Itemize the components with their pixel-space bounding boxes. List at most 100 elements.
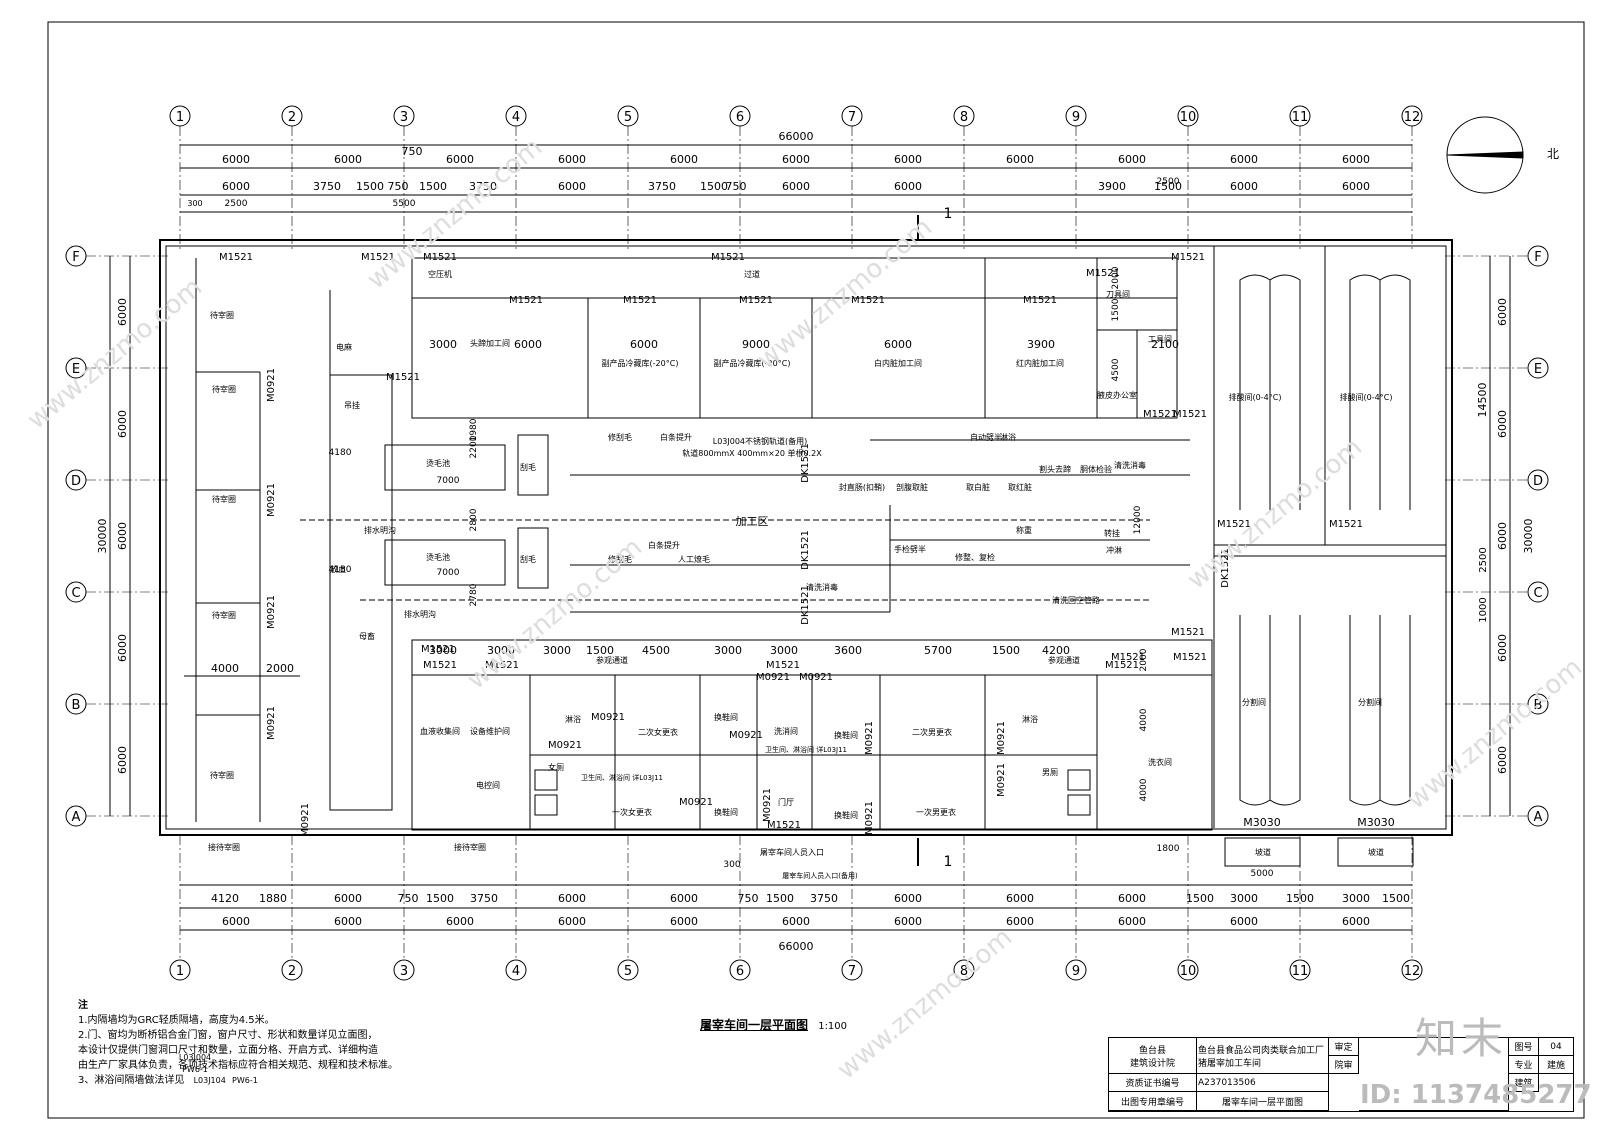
axis-bubble-right [1527,693,1549,715]
door-m1521: M1521 [485,660,519,671]
room-label-r_nvce: 女厕 [548,762,564,772]
room-label-r_canguan1: 参观通道 [596,655,628,665]
annotation-detail-ref: 卫生间、淋浴间 详L03J11 [765,745,847,754]
annotation-detail-ref: 卫生间、淋浴间 详L03J11 [581,773,663,782]
ramp-2 [1337,837,1414,867]
door-m0921: M0921 [799,672,833,683]
note-line-1: 1.内隔墙均为GRC轻质隔墙，高度为4.5米。 [78,1015,275,1026]
room-label-r_rengong: 人工燎毛 [678,554,710,564]
annotation-track-note: L03J004不锈钢轨道(备用) [713,436,808,446]
dim-inner-mid: 1500 [586,644,614,657]
door-m1521: M1521 [361,252,395,263]
watermark-diag: www.znzmo.com [1182,432,1368,595]
door-m1521: M1521 [767,820,801,831]
ramp-1 [1224,837,1301,867]
dim-left-row: 6000 [116,634,129,662]
watermark-diag: www.znzmo.com [1402,652,1588,815]
note-ref-b: PW6-1 [232,1076,258,1085]
room-label-r_dianyun: 电麻 [336,342,352,352]
door-m0921: M0921 [996,763,1007,797]
scald-tank-2 [384,539,506,586]
plan-scale: 1:100 [818,1021,848,1032]
door-m0921: M0921 [300,803,311,837]
note-line-5: 3、淋浴间隔墙做法详见 L03J104 PW6-1 [78,1073,358,1088]
door-dk1521: DK1521 [1220,548,1231,588]
room-label-r_shebei: 设备维护间 [470,726,510,736]
dim-inner-mid: 4500 [642,644,670,657]
door-m1521: M1521 [1086,268,1120,279]
dim-bottom-detail: 6000 [1006,892,1034,905]
axis-label-left: A [72,810,81,825]
tb-cert-label: 资质证书编号 [1109,1074,1197,1092]
toilet-stall-4 [1067,794,1091,816]
watermark-id: ID: 1137485277 [1360,1080,1592,1110]
door-m0921: M0921 [679,797,713,808]
room-label-r_paisuan1: 排酸间(0-4°C) [1340,392,1393,402]
dim-top-detail: 750 [726,180,747,193]
room-label-r_erci_nan: 二次男更衣 [912,727,952,737]
room-label-r_renyuan: 屠宰车间人员入口 [760,847,824,857]
dim-top-detail: 1500 [419,180,447,193]
axis-label-top: 2 [288,110,296,125]
title-block: 鱼台县 建筑设计院 鱼台县食品公司肉类联合加工厂 猪屠宰加工车间 资质证书编号 … [1108,1037,1574,1112]
axis-label-left: C [71,586,80,601]
axis-bubble-right [1527,581,1549,603]
room-label-r_baitiao2: 白条提升 [648,540,680,550]
dim-misc: 2800 [469,508,479,531]
axis-label-bottom: 12 [1404,964,1421,979]
dim-top-bay: 6000 [334,153,362,166]
room-label-r_qubai: 取白脏 [966,482,990,492]
room-label-r_podao1: 坡道 [1255,847,1271,857]
dim-top-bay: 6000 [222,153,250,166]
outer-wall [159,239,1453,836]
dim-inner-top: 6000 [630,338,658,351]
door-m1521: M1521 [423,660,457,671]
axis-label-bottom: 9 [1072,964,1080,979]
dim-left-row: 6000 [116,522,129,550]
room-label-r_podao2: 坡道 [1368,847,1384,857]
note-line-2: 2.门、窗均为断桥铝合金门窗，窗户尺寸、形状和数量详见立面图， [78,1030,378,1041]
axis-bubble-bottom [841,959,863,981]
room-label-r_qingchu: 清洗消毒 [1114,460,1146,470]
dim-top-bay: 6000 [1342,153,1370,166]
dim-misc: 4180 [329,565,352,575]
dim-inner-top: 6000 [884,338,912,351]
axis-label-top: 12 [1404,110,1421,125]
door-m1521: M1521 [1105,660,1139,671]
dim-right-row: 6000 [1496,522,1509,550]
dim-top-detail: 6000 [558,180,586,193]
dim-inner-mid: 4200 [1042,644,1070,657]
dim-bottom-detail: 750 [738,892,759,905]
room-label-r_tangmao2: 烫毛池 [426,552,450,562]
dim-misc: 7000 [437,476,460,486]
door-m1521: M1521 [386,372,420,383]
dim-top-bay: 6000 [782,153,810,166]
room-label-r_bei: 北 [1547,147,1559,161]
dim-right-row: 6000 [1496,298,1509,326]
room-label-r_paisuan2: 排酸间(0-4°C) [1229,392,1282,402]
door-dk1521: DK1521 [800,585,811,625]
dim-left-inner: 4000 [211,662,239,675]
door-m0921: M0921 [548,740,582,751]
door-m1521: M1521 [1023,295,1057,306]
axis-bubble-bottom [617,959,639,981]
dim-inner-mid: 3000 [770,644,798,657]
dim-misc: 300 [723,860,740,870]
tb-yz-label: 院审 [1329,1056,1359,1074]
note-ref-a: L03J104 [193,1076,226,1085]
room-label-r_daizai5: 待宰圈 [210,770,234,780]
dim-bottom-bay: 6000 [1342,915,1370,928]
room-label-r_quhong: 取红脏 [1008,482,1032,492]
door-m1521: M1521 [1171,627,1205,638]
room-label-r_lengque: 冲淋 [1106,545,1122,555]
axis-bubble-bottom [393,959,415,981]
room-label-r_chuanxi: 自动劈半 [970,432,1002,442]
plan-title: 屠宰车间一层平面图 1:100 [700,1016,847,1033]
dim-overall-top: 66000 [779,130,814,143]
dim-top-750: 750 [402,145,423,158]
dim-top-detail: 1500 [1154,180,1182,193]
annotation-detail-a: L03J004 [179,1053,211,1062]
door-m1521: M1521 [1329,519,1363,530]
dim-overall-bottom: 66000 [779,940,814,953]
